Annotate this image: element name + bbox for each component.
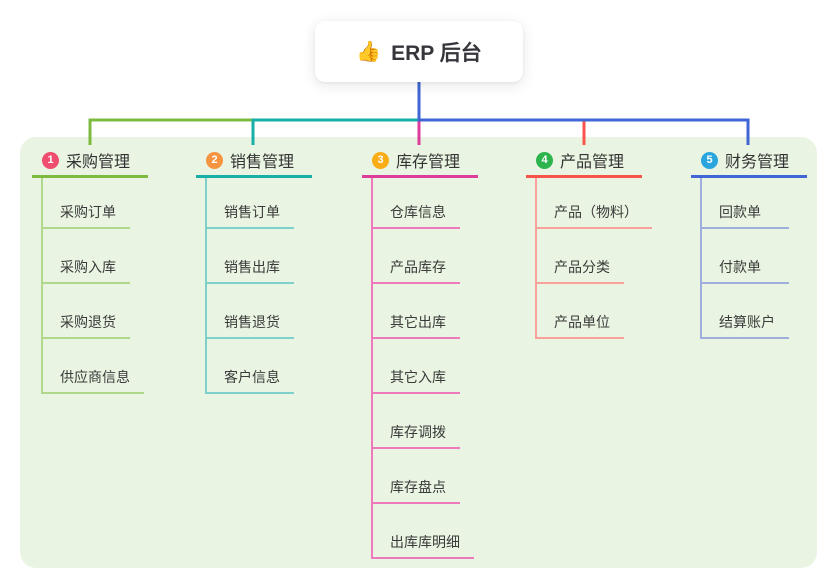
child-node-label: 产品单位 <box>554 314 610 330</box>
child-node-label: 其它出库 <box>390 314 446 330</box>
thumbs-up-icon: 👍 <box>356 40 382 63</box>
branch-children-group: 采购订单采购入库采购退货供应商信息 <box>41 178 148 394</box>
child-node[interactable]: 产品分类 <box>537 229 624 284</box>
child-node[interactable]: 产品库存 <box>373 229 460 284</box>
child-node-label: 付款单 <box>719 259 761 275</box>
child-node-label: 回款单 <box>719 204 761 220</box>
branch-connector-1 <box>88 82 421 145</box>
child-node[interactable]: 其它出库 <box>373 284 460 339</box>
branch-node-label: 库存管理 <box>396 154 461 171</box>
branch-connector-5 <box>417 82 750 145</box>
child-node[interactable]: 供应商信息 <box>43 339 144 394</box>
child-node-label: 结算账户 <box>719 314 775 330</box>
child-node-label: 库存盘点 <box>390 479 446 495</box>
child-node-label: 销售出库 <box>224 259 280 275</box>
branch-column-1: 1 采购管理 采购订单采购入库采购退货供应商信息 <box>32 145 148 394</box>
branch-node-1[interactable]: 1 采购管理 <box>32 145 148 178</box>
child-node[interactable]: 销售订单 <box>207 178 294 229</box>
branch-children-group: 产品（物料） 产品分类产品单位 <box>535 178 652 339</box>
child-node[interactable]: 销售退货 <box>207 284 294 339</box>
branch-column-4: 4 产品管理 产品（物料） 产品分类产品单位 <box>526 145 652 339</box>
child-node-label: 产品（物料） <box>554 204 638 220</box>
child-node-label: 产品分类 <box>554 259 610 275</box>
branch-node-label: 销售管理 <box>230 154 295 171</box>
child-node[interactable]: 产品（物料） <box>537 178 652 229</box>
child-node-label: 产品库存 <box>390 259 446 275</box>
child-node-label: 仓库信息 <box>390 204 446 220</box>
branch-children-group: 回款单付款单结算账户 <box>700 178 807 339</box>
branch-children-group: 销售订单销售出库销售退货客户信息 <box>205 178 312 394</box>
branch-node-5[interactable]: 5 财务管理 <box>691 145 807 178</box>
mindmap-canvas-panel <box>20 137 817 568</box>
child-node[interactable]: 客户信息 <box>207 339 294 394</box>
child-node[interactable]: 采购订单 <box>43 178 130 229</box>
child-node-label: 采购入库 <box>60 259 116 275</box>
branch-column-3: 3 库存管理 仓库信息产品库存其它出库其它入库库存调拨库存盘点出库库明细 <box>362 145 478 559</box>
child-node-label: 库存调拨 <box>390 424 446 440</box>
child-node[interactable]: 结算账户 <box>702 284 789 339</box>
child-node-label: 销售订单 <box>224 204 280 220</box>
child-node[interactable]: 回款单 <box>702 178 789 229</box>
child-node-label: 其它入库 <box>390 369 446 385</box>
branch-column-5: 5 财务管理 回款单付款单结算账户 <box>691 145 807 339</box>
child-node[interactable]: 库存调拨 <box>373 394 460 449</box>
branch-node-label: 产品管理 <box>560 154 625 171</box>
child-node[interactable]: 仓库信息 <box>373 178 460 229</box>
branch-column-2: 2 销售管理 销售订单销售出库销售退货客户信息 <box>196 145 312 394</box>
branch-number-badge: 1 <box>42 151 59 169</box>
child-node-label: 采购退货 <box>60 314 116 330</box>
branch-connector-4 <box>417 82 586 145</box>
root-node-label: ERP 后台 <box>391 41 482 65</box>
child-node-label: 出库库明细 <box>390 534 460 550</box>
child-node[interactable]: 采购退货 <box>43 284 130 339</box>
branch-number-badge: 5 <box>701 151 718 169</box>
branch-node-4[interactable]: 4 产品管理 <box>526 145 642 178</box>
child-node-label: 销售退货 <box>224 314 280 330</box>
branch-node-label: 财务管理 <box>725 154 790 171</box>
child-node[interactable]: 采购入库 <box>43 229 130 284</box>
branch-number-badge: 3 <box>372 151 389 169</box>
child-node[interactable]: 付款单 <box>702 229 789 284</box>
branch-number-badge: 4 <box>536 151 553 169</box>
child-node-label: 供应商信息 <box>60 369 130 385</box>
child-node[interactable]: 销售出库 <box>207 229 294 284</box>
child-node[interactable]: 产品单位 <box>537 284 624 339</box>
child-node-label: 采购订单 <box>60 204 116 220</box>
branch-node-2[interactable]: 2 销售管理 <box>196 145 312 178</box>
branch-connector-2 <box>251 82 421 145</box>
child-node[interactable]: 库存盘点 <box>373 449 460 504</box>
branch-node-3[interactable]: 3 库存管理 <box>362 145 478 178</box>
root-node[interactable]: 👍 ERP 后台 <box>315 21 523 82</box>
branch-number-badge: 2 <box>206 151 223 169</box>
branch-children-group: 仓库信息产品库存其它出库其它入库库存调拨库存盘点出库库明细 <box>371 178 478 559</box>
child-node[interactable]: 其它入库 <box>373 339 460 394</box>
child-node-label: 客户信息 <box>224 369 280 385</box>
branch-node-label: 采购管理 <box>66 154 131 171</box>
child-node[interactable]: 出库库明细 <box>373 504 474 559</box>
